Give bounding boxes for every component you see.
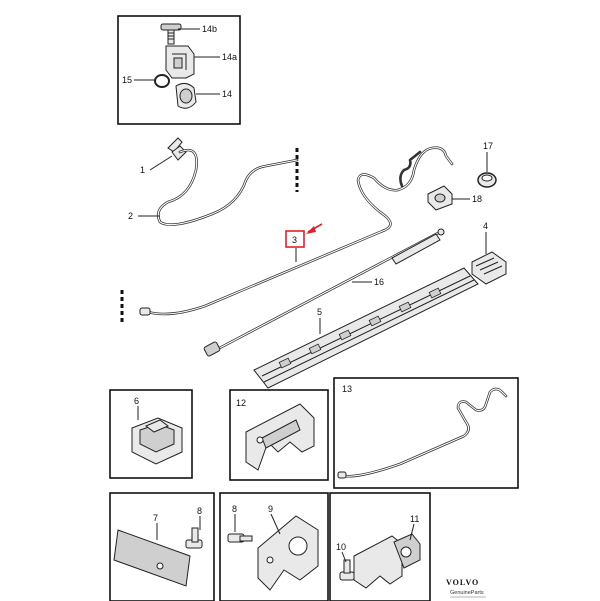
label-8-right: 8 <box>232 504 237 514</box>
volvo-brand-logo: VOLVO GenuineParts <box>446 578 486 598</box>
red-arrow-pointer <box>306 223 323 234</box>
label-1: 1 <box>140 165 145 175</box>
label-11: 11 <box>410 514 419 524</box>
inset-part-12: 12 <box>229 389 329 481</box>
label-14: 14 <box>222 89 232 99</box>
inset-parts-10-11: 10 11 <box>329 492 431 601</box>
inset-parts-8-9: 8 9 <box>219 492 329 601</box>
bolt-8-left <box>185 527 203 549</box>
bolt-8-right <box>227 533 253 543</box>
label-4: 4 <box>483 221 488 231</box>
part-1-fitting: 1 <box>140 137 187 175</box>
part-3-fuel-line: 3 <box>139 146 454 316</box>
part-14b-pin <box>160 23 182 45</box>
label-13: 13 <box>342 384 352 394</box>
inset-part-13: 13 <box>333 377 519 489</box>
label-16: 16 <box>374 277 384 287</box>
part-4-clip-block: 4 <box>471 221 507 285</box>
inset-part-6: 6 <box>109 389 193 479</box>
main-assembly: 1 2 3 <box>120 137 507 389</box>
label-2: 2 <box>128 211 133 221</box>
part-2-fuel-line: 2 <box>128 148 299 226</box>
inset-clip-assembly: 14b 14a 15 14 <box>117 15 241 125</box>
label-14a: 14a <box>222 52 237 62</box>
label-5: 5 <box>317 307 322 317</box>
part-17-clamp: 17 <box>477 141 497 188</box>
label-18: 18 <box>472 194 482 204</box>
part-18-clip: 18 <box>427 185 482 211</box>
label-15: 15 <box>122 75 132 85</box>
label-8-left: 8 <box>197 506 202 516</box>
bolt-10 <box>339 559 355 581</box>
label-6: 6 <box>134 396 139 406</box>
label-14b: 14b <box>202 24 217 34</box>
highlight-box-3 <box>285 230 305 248</box>
label-3: 3 <box>292 235 297 245</box>
label-10: 10 <box>336 542 346 552</box>
part-14-clip <box>175 82 197 109</box>
brand-tagline: GenuineParts <box>450 590 484 596</box>
label-7: 7 <box>153 513 158 523</box>
part-16-rod: 16 <box>203 228 445 357</box>
part-15-o-ring <box>154 74 170 88</box>
label-17: 17 <box>483 141 493 151</box>
part-14a-clip <box>165 45 195 79</box>
label-9: 9 <box>268 504 273 514</box>
inset-parts-7-8: 7 8 <box>109 492 215 601</box>
part-5-rail: 5 <box>253 267 479 389</box>
brand-name: VOLVO <box>446 578 479 587</box>
label-12: 12 <box>236 398 246 408</box>
